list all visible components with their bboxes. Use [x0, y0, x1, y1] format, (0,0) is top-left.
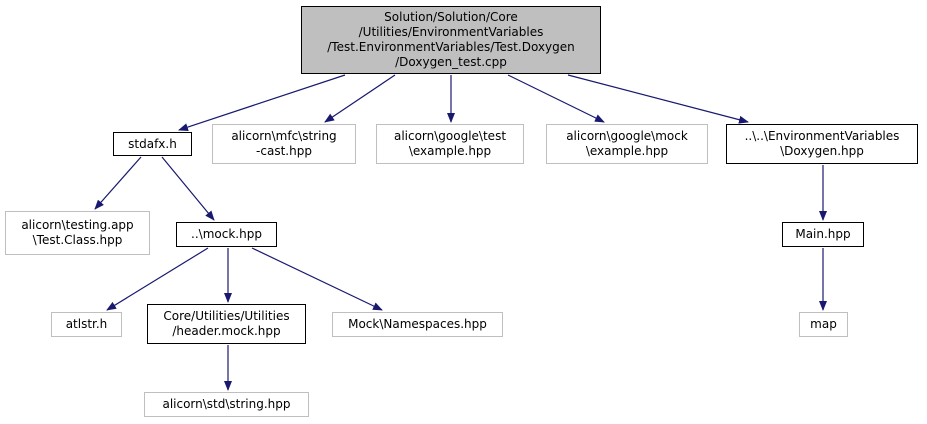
edge-stdafx-h-to-test-class-hpp	[94, 156, 142, 210]
edge-doxygen-test-cpp-to-google-mock-example-hpp	[507, 74, 605, 123]
node-header-mock-hpp[interactable]: Core/Utilities/Utilities/header.mock.hpp	[147, 304, 306, 344]
node-label-line: \example.hpp	[408, 144, 492, 158]
node-main-hpp[interactable]: Main.hpp	[782, 222, 864, 247]
node-stdafx-h[interactable]: stdafx.h	[113, 132, 192, 156]
edge-mock-hpp-to-mock-namespaces-hpp	[251, 247, 383, 311]
node-label-line: /Utilities/EnvironmentVariables	[358, 25, 544, 39]
edge-mock-hpp-to-atlstr-h	[106, 247, 209, 311]
node-label-line: \Doxygen.hpp	[780, 144, 864, 158]
node-label-line: Solution/Solution/Core	[384, 10, 518, 24]
node-test-class-hpp[interactable]: alicorn\testing.app\Test.Class.hpp	[5, 211, 150, 255]
node-label-line: Main.hpp	[795, 227, 851, 241]
edge-stdafx-h-to-mock-hpp	[161, 156, 215, 221]
node-label-line: alicorn\mfc\string	[231, 129, 337, 143]
node-label-line: alicorn\testing.app	[21, 218, 134, 232]
node-label-line: Mock\Namespaces.hpp	[348, 317, 487, 331]
node-label-line: atlstr.h	[65, 317, 108, 331]
node-map[interactable]: map	[799, 312, 848, 337]
node-label-line: alicorn\google\mock	[566, 129, 688, 143]
node-label-line: Core/Utilities/Utilities	[163, 309, 290, 323]
edge-doxygen-test-cpp-to-doxygen-hpp	[567, 74, 749, 124]
node-label-line: -cast.hpp	[256, 144, 312, 158]
node-label-line: ..\mock.hpp	[191, 227, 262, 241]
node-doxygen-hpp[interactable]: ..\..\EnvironmentVariables\Doxygen.hpp	[726, 124, 918, 164]
node-label-line: alicorn\std\string.hpp	[162, 397, 291, 411]
node-doxygen-test-cpp[interactable]: Solution/Solution/Core/Utilities/Environ…	[301, 6, 601, 74]
node-label-line: /Doxygen_test.cpp	[395, 55, 507, 69]
node-mock-namespaces-hpp[interactable]: Mock\Namespaces.hpp	[332, 312, 503, 337]
node-label-line: \Test.Class.hpp	[32, 233, 123, 247]
edge-doxygen-test-cpp-to-string-cast-hpp	[324, 74, 396, 123]
node-mock-hpp[interactable]: ..\mock.hpp	[176, 222, 277, 247]
node-label-line: \example.hpp	[585, 144, 669, 158]
node-google-test-example-hpp[interactable]: alicorn\google\test\example.hpp	[376, 124, 524, 164]
node-label-line: /header.mock.hpp	[172, 324, 281, 338]
node-label-line: alicorn\google\test	[393, 129, 507, 143]
node-label-line: /Test.EnvironmentVariables/Test.Doxygen	[327, 40, 575, 54]
node-atlstr-h[interactable]: atlstr.h	[51, 312, 122, 337]
edge-doxygen-test-cpp-to-stdafx-h	[178, 74, 346, 131]
node-google-mock-example-hpp[interactable]: alicorn\google\mock\example.hpp	[546, 124, 708, 164]
node-label-line: stdafx.h	[128, 136, 177, 151]
node-string-cast-hpp[interactable]: alicorn\mfc\string-cast.hpp	[212, 124, 356, 164]
node-label-line: map	[810, 317, 837, 331]
node-label-line: ..\..\EnvironmentVariables	[744, 129, 900, 143]
node-std-string-hpp[interactable]: alicorn\std\string.hpp	[144, 392, 309, 417]
